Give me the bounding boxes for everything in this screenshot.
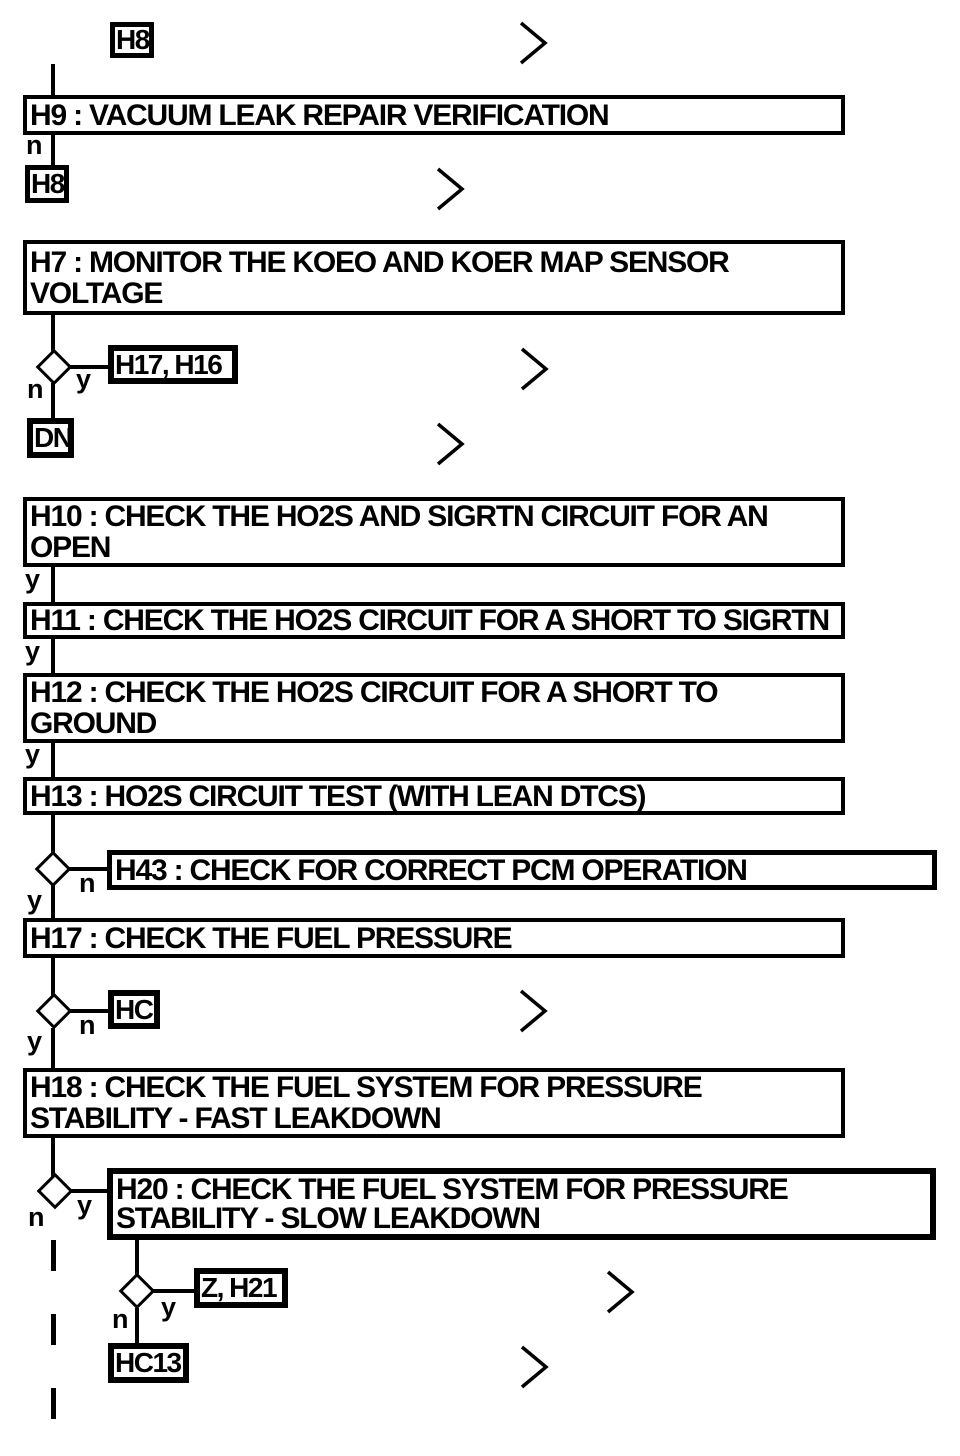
process-box-text: H43 : CHECK FOR CORRECT PCM OPERATION (115, 853, 748, 887)
connector-vline (51, 1028, 55, 1068)
chevron-right-icon (435, 166, 465, 212)
process-box-text-line1: H18 : CHECK THE FUEL SYSTEM FOR PRESSURE (30, 1071, 703, 1104)
branch-label-y: y (27, 1026, 43, 1056)
process-box-text-line2: STABILITY - SLOW LEAKDOWN (116, 1202, 541, 1235)
branch-label-y: y (25, 636, 41, 666)
connector-vline (51, 383, 55, 418)
connector-vline (51, 64, 55, 97)
process-box-h9: H9 : VACUUM LEAK REPAIR VERIFICATION (23, 95, 845, 135)
decision-diamond-h17 (35, 992, 73, 1030)
ref-box-label: Z, H21 (201, 1272, 278, 1303)
branch-label-y: y (77, 1190, 93, 1220)
branch-label-y: y (25, 564, 41, 594)
ref-box-hc: HC (108, 990, 160, 1029)
branch-label-n: n (79, 868, 96, 898)
chevron-right-icon (435, 421, 465, 467)
process-box-h17: H17 : CHECK THE FUEL PRESSURE (23, 918, 845, 958)
chevron-right-icon (518, 20, 548, 66)
process-box-text-line1: H10 : CHECK THE HO2S AND SIGRTN CIRCUIT … (30, 500, 769, 533)
branch-label-y: y (161, 1292, 177, 1322)
process-box-text: H9 : VACUUM LEAK REPAIR VERIFICATION (30, 98, 610, 132)
process-box-h13: H13 : HO2S CIRCUIT TEST (WITH LEAN DTCS) (23, 777, 845, 815)
decision-diamond-h13 (34, 850, 72, 888)
connector-vline (135, 1238, 139, 1278)
branch-label-n: n (79, 1010, 96, 1040)
process-box-h18: H18 : CHECK THE FUEL SYSTEM FOR PRESSURE… (23, 1068, 845, 1138)
branch-label-y: y (27, 885, 43, 915)
process-box-text-line2: GROUND (30, 707, 157, 740)
branch-label-n: n (28, 1202, 45, 1232)
connector-vline (51, 885, 55, 918)
connector-vline (51, 813, 55, 857)
ref-box-dn: DN (27, 418, 74, 458)
process-box-text-line2: OPEN (30, 531, 111, 564)
ref-box-h8-top: H8 (110, 22, 154, 58)
chevron-right-icon (605, 1269, 635, 1315)
connector-vline (51, 637, 55, 673)
ref-box-label: HC13 (115, 1347, 182, 1378)
chevron-right-icon (519, 1344, 549, 1390)
connector-vline (51, 313, 55, 354)
process-box-h20: H20 : CHECK THE FUEL SYSTEM FOR PRESSURE… (107, 1168, 936, 1240)
branch-label-n: n (26, 130, 43, 160)
connector-vline (51, 565, 55, 602)
process-box-h12: H12 : CHECK THE HO2S CIRCUIT FOR A SHORT… (23, 673, 845, 743)
ref-box-hc13: HC13 (108, 1343, 189, 1383)
connector-hline (70, 365, 108, 369)
branch-label-y: y (76, 364, 92, 394)
branch-label-n: n (112, 1304, 129, 1334)
branch-label-n: n (27, 374, 44, 404)
connector-hline (70, 1009, 108, 1013)
connector-vline (135, 1308, 139, 1343)
process-box-text: H17 : CHECK THE FUEL PRESSURE (30, 921, 513, 955)
connector-vline (51, 956, 55, 999)
process-box-text-line1: H7 : MONITOR THE KOEO AND KOER MAP SENSO… (30, 245, 730, 279)
process-box-text-line2: STABILITY - FAST LEAKDOWN (30, 1102, 442, 1135)
dashed-connector-vline (51, 1240, 56, 1456)
chevron-right-icon (518, 988, 548, 1034)
process-box-h11: H11 : CHECK THE HO2S CIRCUIT FOR A SHORT… (23, 602, 845, 639)
ref-box-label: DN (34, 422, 73, 453)
connector-vline (51, 741, 55, 777)
ref-box-label: H8 (116, 24, 150, 55)
process-box-h7: H7 : MONITOR THE KOEO AND KOER MAP SENSO… (23, 240, 845, 315)
connector-hline (153, 1289, 194, 1293)
process-box-h10: H10 : CHECK THE HO2S AND SIGRTN CIRCUIT … (23, 497, 845, 567)
ref-box-h8-left: H8 (25, 165, 69, 203)
ref-box-z-h21: Z, H21 (194, 1268, 288, 1308)
ref-box-h17-h16: H17, H16 (108, 345, 238, 384)
connector-hline (71, 1189, 107, 1193)
branch-label-y: y (25, 739, 41, 769)
connector-vline (51, 1136, 55, 1179)
process-box-text-line2: VOLTAGE (30, 276, 163, 310)
process-box-text-line1: H20 : CHECK THE FUEL SYSTEM FOR PRESSURE (116, 1173, 789, 1206)
ref-box-label: HC (115, 993, 154, 1025)
ref-box-label: H17, H16 (115, 348, 223, 380)
process-box-text: H13 : HO2S CIRCUIT TEST (WITH LEAN DTCS) (30, 779, 647, 813)
process-box-text-line1: H12 : CHECK THE HO2S CIRCUIT FOR A SHORT… (30, 676, 719, 709)
chevron-right-icon (519, 346, 549, 392)
connector-vline (51, 135, 55, 167)
process-box-text: H11 : CHECK THE HO2S CIRCUIT FOR A SHORT… (30, 604, 830, 637)
connector-hline (69, 867, 107, 871)
process-box-h43: H43 : CHECK FOR CORRECT PCM OPERATION (107, 850, 937, 890)
ref-box-label: H8 (31, 168, 65, 199)
